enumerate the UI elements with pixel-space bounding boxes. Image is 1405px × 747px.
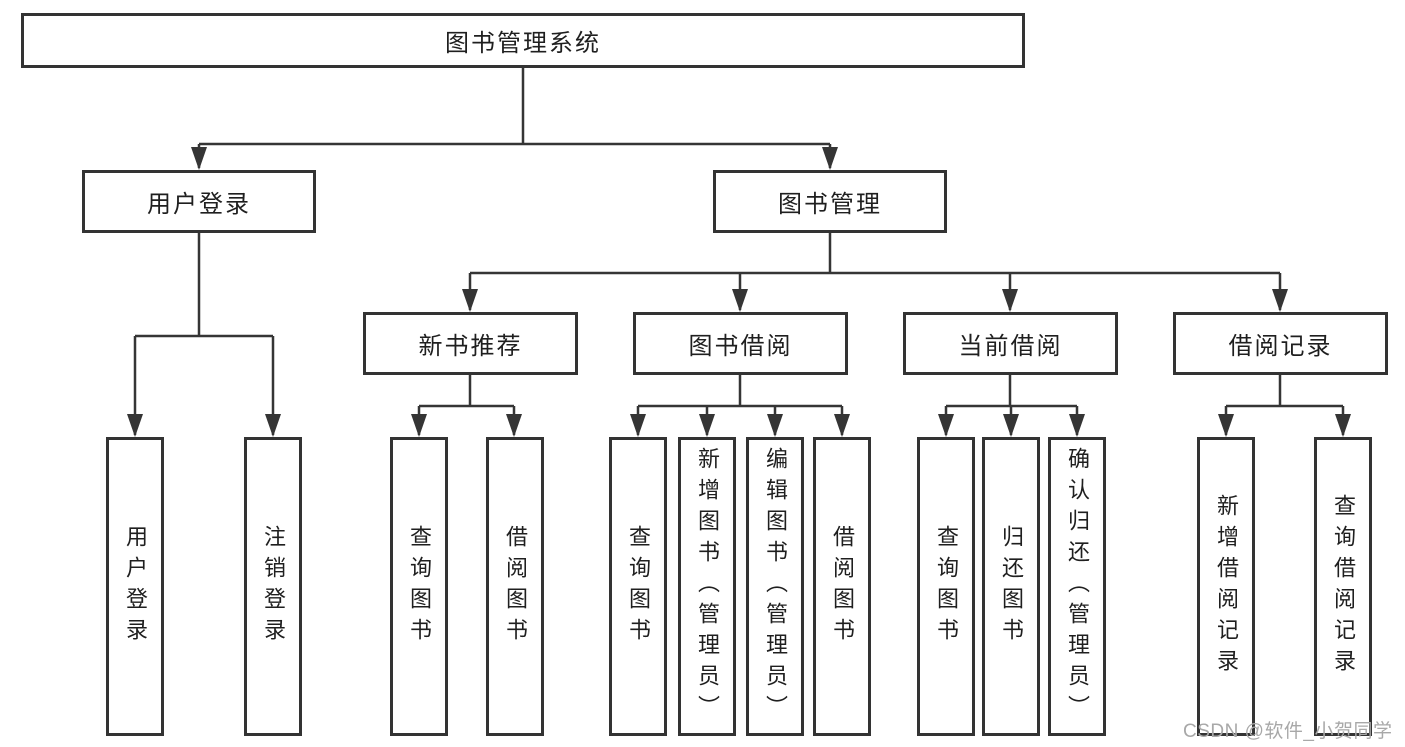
connector-edges [133,68,1345,435]
node-query-book-1: 查询图书 [390,437,448,736]
arrow-down-icons [127,147,1351,437]
node-user-login-leaf: 用户登录 [106,437,164,736]
node-borrow-book-1: 借阅图书 [486,437,544,736]
node-query-book-3: 查询图书 [917,437,975,736]
node-confirm-return-admin: 确认归还（管理员） [1048,437,1106,736]
node-borrow-book-2: 借阅图书 [813,437,871,736]
node-current-borrowing: 当前借阅 [903,312,1118,375]
node-book-borrowing: 图书借阅 [633,312,848,375]
node-borrow-records: 借阅记录 [1173,312,1388,375]
node-return-book: 归还图书 [982,437,1040,736]
node-new-book-recommend: 新书推荐 [363,312,578,375]
watermark-text: CSDN @软件_小贺同学 [1183,721,1393,742]
node-user-login: 用户登录 [82,170,316,233]
node-query-book-2: 查询图书 [609,437,667,736]
node-library-management-system: 图书管理系统 [21,13,1025,68]
node-add-borrow-record: 新增借阅记录 [1197,437,1255,736]
node-query-borrow-record: 查询借阅记录 [1314,437,1372,736]
node-edit-book-admin: 编辑图书（管理员） [746,437,804,736]
node-logout: 注销登录 [244,437,302,736]
node-add-book-admin: 新增图书（管理员） [678,437,736,736]
node-book-management: 图书管理 [713,170,947,233]
